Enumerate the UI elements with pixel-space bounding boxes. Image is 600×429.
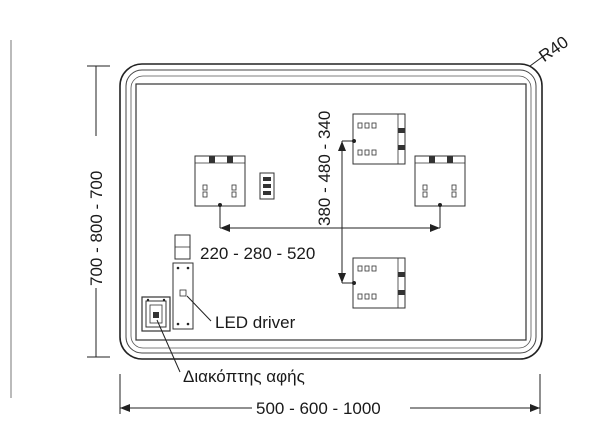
touch-switch-unit [141, 296, 171, 332]
led-driver-connector [174, 234, 191, 260]
vertical-arrow-top [338, 141, 346, 151]
touch-switch-leader [156, 319, 181, 373]
mounting-bracket-top [352, 113, 406, 165]
mirror-back-panel [135, 83, 527, 341]
radius-leader [529, 54, 546, 67]
vertical-arrow-bottom [338, 273, 346, 283]
horizontal-arrow-right [430, 224, 440, 232]
width-label-bg [252, 398, 410, 418]
touch-switch-label: Διακόπτης αφής [183, 367, 305, 386]
horizontal-spacing-label: 220 - 280 - 520 [200, 244, 315, 263]
led-driver-leader [186, 295, 212, 322]
mirror-outer-frame [119, 63, 543, 360]
radius-label: R40 [535, 32, 571, 65]
width-arrow-left [120, 404, 130, 412]
height-label-bg [84, 136, 108, 288]
width-dimension-label: 500 - 600 - 1000 [256, 399, 381, 418]
led-driver-unit [172, 262, 194, 330]
mirror-led-strip [125, 69, 537, 354]
width-arrow-right [530, 404, 540, 412]
horizontal-arrow-left [220, 224, 230, 232]
mirror-inner-frame [130, 75, 532, 349]
center-connector [259, 172, 275, 200]
mounting-bracket-right [414, 155, 466, 207]
height-dimension-label: 700 - 800 - 700 [87, 171, 106, 286]
led-driver-label: LED driver [215, 313, 296, 332]
mounting-bracket-bottom [352, 257, 406, 309]
mounting-bracket-left [194, 155, 246, 207]
vertical-spacing-label: 380 - 480 - 340 [315, 111, 334, 226]
